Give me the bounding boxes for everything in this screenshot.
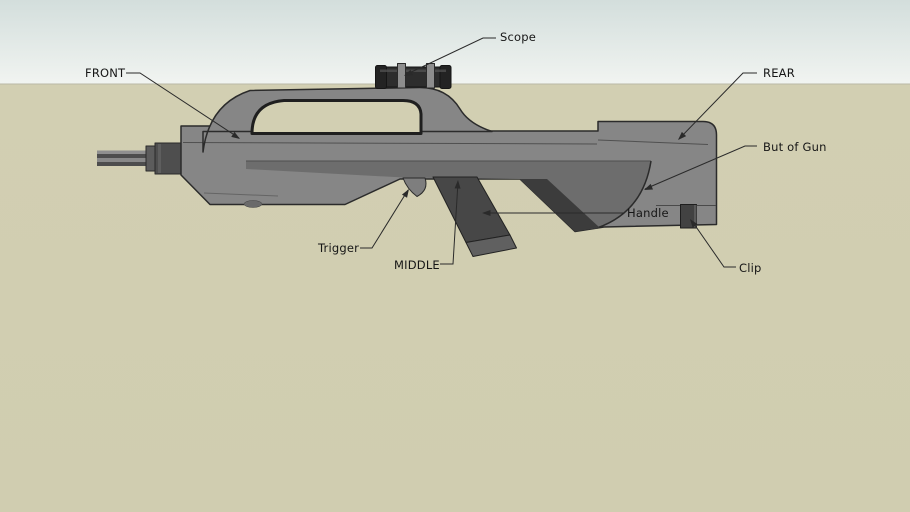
annotation-rear-arrowhead [678,131,687,140]
barrel-stripe [97,158,155,162]
panel-seam-line [597,139,709,145]
barrel-stripe [97,154,155,158]
barrel-stripe [97,150,155,154]
annotation-trigger-arrowhead [401,189,409,198]
annotation-rear-leader-line [678,72,757,140]
annotation-front-label: FRONT [85,66,126,80]
scope-mount-ring-rear [426,63,435,89]
panel-seam-line [182,142,598,145]
annotation-clip-arrowhead [690,219,698,228]
magazine-clip-edge [694,205,697,228]
muzzle-highlight [158,144,161,173]
scope-front-cap [375,65,387,89]
annotation-scope-arrowhead [404,69,413,76]
barrel [97,150,155,166]
annotation-trigger-label: Trigger [317,241,359,255]
annotation-but-of-gun-arrowhead [644,183,653,190]
annotation-front-leader-line [126,72,240,139]
stock-shadow-edge [520,179,600,232]
annotation-front-arrowhead [231,131,240,139]
panel-seam-line [203,192,279,197]
scope-part [375,63,452,89]
handle-curve-edge [596,160,652,229]
sky-background [0,0,910,84]
annotation-clip-label: Clip [739,261,762,275]
sling-mount [243,200,263,208]
rifle-model [97,63,718,257]
stock-recess [246,161,651,231]
annotation-but-of-gun-leader-line [644,145,757,190]
annotation-trigger-leader-line [360,189,409,249]
pistol-grip-base [465,234,517,257]
annotation-middle-label: MIDDLE [394,258,440,272]
annotation-handle-label: Handle [627,206,669,220]
annotation-handle-arrowhead [482,210,491,216]
scope-rear-cap [439,65,452,89]
annotation-scope-leader-line [404,37,496,76]
annotation-scope-label: Scope [500,30,536,44]
annotation-middle-arrowhead [454,180,461,189]
carry-handle-opening [250,99,423,135]
annotation-middle-leader-line [440,181,459,265]
annotation-rear-label: REAR [763,66,795,80]
annotation-clip-leader-line [691,220,736,268]
muzzle-collar [145,142,183,175]
annotation-but-of-gun-label: But of Gun [763,140,827,154]
barrel-stripe [97,162,155,166]
trigger-part [402,177,427,197]
